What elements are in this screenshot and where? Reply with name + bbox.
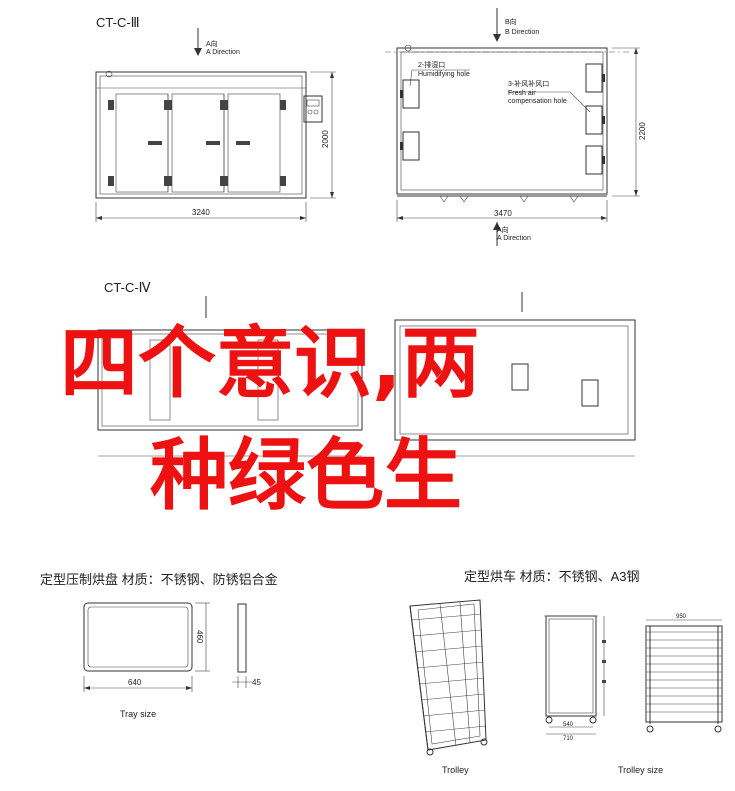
direction-arrow-icon (493, 8, 501, 42)
vent-hole-icons (400, 63, 605, 175)
hinge-icons (108, 100, 286, 186)
overlay-line1: 四个意识,两 (60, 319, 480, 409)
drawing2-dir-bottom-sub: A Direction (497, 235, 531, 242)
tray-heading: 定型压制烘盘 材质：不锈钢、防锈铝合金 (40, 572, 278, 587)
drawing1-height-dim: 2000 (321, 130, 330, 148)
drawing-ct-c-iii: CT-C-Ⅲ A向 A Direction (95, 15, 336, 222)
dryer-top-body (396, 47, 608, 195)
drawing2-callout-left-en: Humidifying hole (418, 71, 470, 78)
control-panel (303, 95, 323, 123)
drawing-ct-c-iv: CT-C-Ⅳ (97, 280, 636, 457)
drawing-side-view: B向 B Direction 2-排湿口 Humidifying hole 3-… (385, 8, 647, 246)
direction-arrow-icon (194, 28, 202, 56)
trolley-caption-right: Trolley size (618, 765, 663, 775)
trolley-front-view: 540 710 (544, 615, 606, 742)
drawing2-width-dim: 3470 (494, 209, 512, 218)
dryer-body (95, 71, 307, 199)
trolley-section: 定型烘车 材质：不锈钢、A3钢 Trolley (409, 569, 723, 775)
trolley-dim-b: 710 (563, 736, 574, 742)
drawing2-dir-top-label: B向 (505, 17, 517, 26)
drawing2-callout-left-cn: 2-排湿口 (418, 60, 445, 69)
drawing1-width-dim: 3240 (192, 208, 210, 217)
drawing1-dir-label: A向 (206, 39, 218, 48)
tray-outline (83, 602, 193, 672)
drawing3-title: CT-C-Ⅳ (104, 280, 151, 295)
trolley-side-view: 950 (645, 614, 723, 733)
drawing2-callout-right-en2: compensation hole (508, 98, 567, 105)
trolley-perspective (409, 599, 488, 756)
tray-width-dim: 640 (128, 678, 142, 687)
tray-thick-dim: 45 (252, 678, 261, 687)
drawing2-callout-right-cn: 3-补风补风口 (508, 79, 549, 88)
drawing2-callout-right-en1: Fresh air (508, 90, 536, 97)
overlay-line2: 种绿色生 (150, 431, 462, 521)
overlay-text: 四个意识,两 种绿色生 (60, 319, 480, 521)
direction-arrow-icon (493, 222, 501, 246)
trolley-dim-a: 540 (563, 722, 574, 728)
tray-height-dim: 460 (195, 630, 204, 644)
drawing2-dir-top-sub: B Direction (505, 29, 539, 36)
drawing1-dir-sub: A Direction (206, 49, 240, 56)
trolley-heading: 定型烘车 材质：不锈钢、A3钢 (464, 569, 640, 584)
drawing1-title: CT-C-Ⅲ (96, 15, 140, 30)
drawing2-height-dim: 2200 (638, 122, 647, 140)
drawing2-dir-bottom-label: A向 (497, 225, 509, 234)
trolley-caption-left: Trolley (442, 765, 469, 775)
tray-caption: Tray size (120, 709, 156, 719)
tray-side-profile (237, 603, 247, 673)
tray-section: 定型压制烘盘 材质：不锈钢、防锈铝合金 640 460 45 Tray size (40, 572, 278, 719)
trolley-dim-c: 950 (676, 614, 687, 620)
